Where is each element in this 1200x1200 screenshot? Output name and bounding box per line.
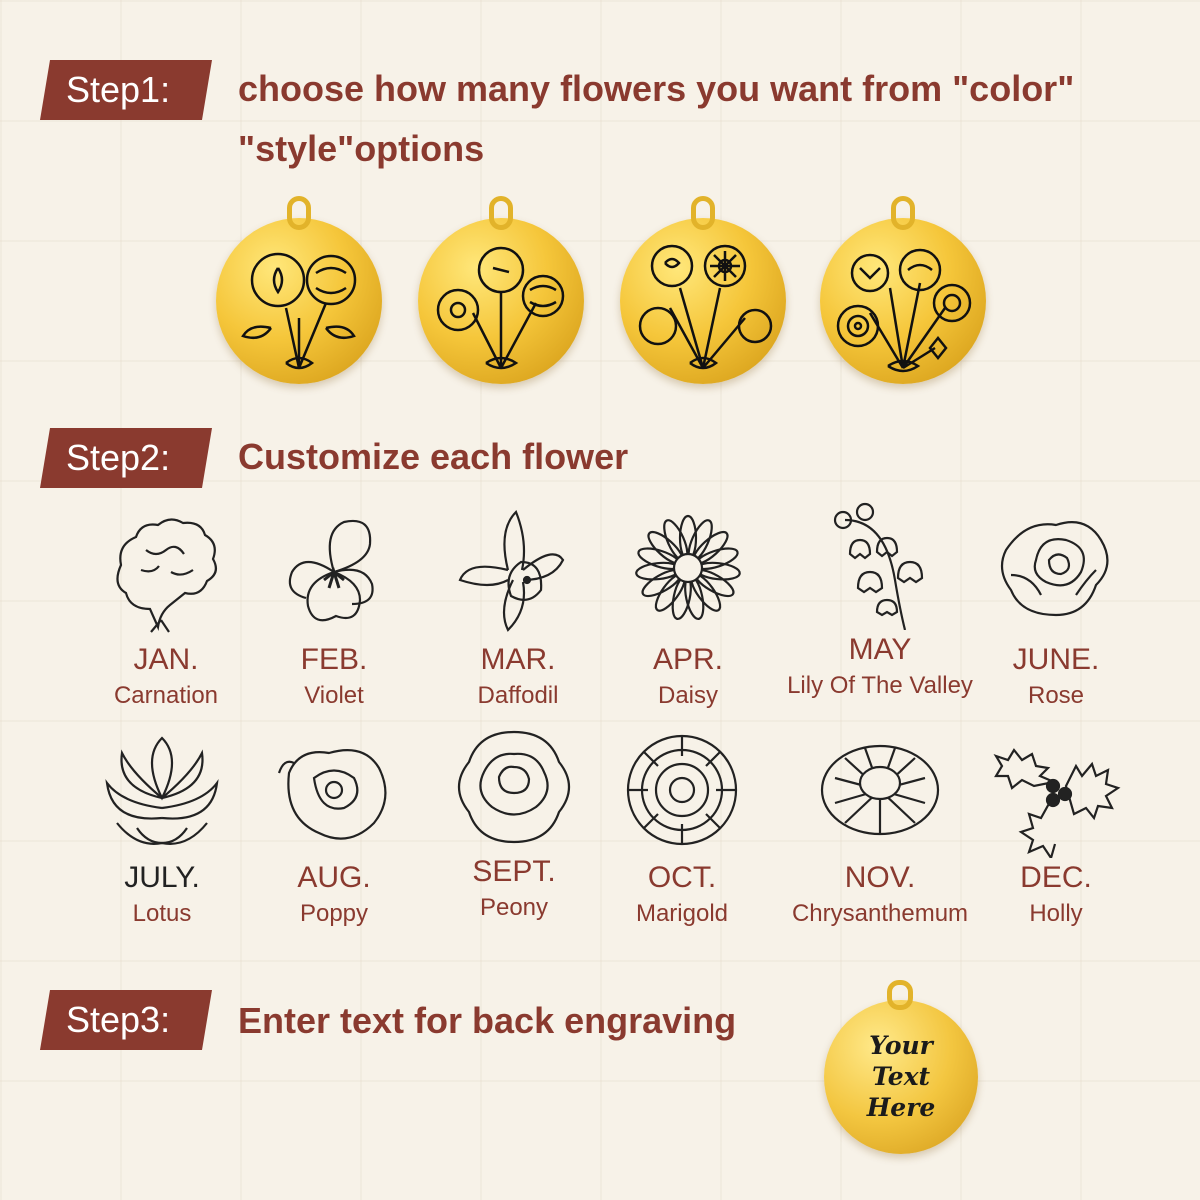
carnation-icon (116, 518, 218, 633)
flower-option-july[interactable]: JULY. Lotus (72, 728, 252, 932)
flower-name: Rose (1027, 682, 1085, 709)
engraving-line-1: Your (869, 1031, 933, 1060)
two-flower-bouquet-pendant-icon (241, 252, 357, 370)
pendant-option-2[interactable] (418, 196, 584, 384)
flower-option-sept[interactable]: SEPT. Peony (424, 722, 604, 926)
pendant-bail (489, 196, 513, 230)
rose-icon (1000, 521, 1109, 617)
flower-name: Lotus (132, 900, 192, 927)
flower-option-aug[interactable]: AUG. Poppy (244, 728, 424, 932)
poppy-icon (277, 749, 387, 840)
flower-month: JUNE. (1012, 643, 1100, 676)
step3-label: Step3: (40, 990, 212, 1050)
pendant-option-4[interactable] (820, 196, 986, 384)
flower-name: Carnation (113, 682, 219, 709)
pendant-bail (691, 196, 715, 230)
peony-icon (457, 730, 571, 844)
flower-month: AUG. (297, 861, 371, 894)
engraving-line-2: Text (871, 1062, 931, 1091)
flower-month: MAY (848, 633, 912, 666)
step1-text-line2: "style"options (238, 128, 485, 169)
flower-name: Marigold (635, 900, 729, 927)
flower-option-apr[interactable]: APR. Daisy (598, 510, 778, 714)
step2-label: Step2: (40, 428, 212, 488)
flower-option-june[interactable]: JUNE. Rose (966, 510, 1146, 714)
flower-month: OCT. (647, 861, 717, 894)
flower-option-may[interactable]: MAY Lily Of The Valley (778, 500, 982, 704)
back-engraving-pendant[interactable]: Your Text Here (824, 980, 978, 1154)
flower-name: Violet (304, 682, 364, 709)
flower-month: MAR. (480, 643, 556, 676)
flower-name: Peony (479, 894, 549, 921)
flower-month: DEC. (1020, 861, 1092, 894)
step3-text: Enter text for back engraving (238, 1000, 737, 1041)
flower-month: FEB. (300, 643, 368, 676)
four-flower-bouquet-pendant-icon (638, 244, 773, 370)
flower-name: Daisy (657, 682, 718, 709)
five-flower-bouquet-pendant-icon (836, 248, 972, 373)
daffodil-icon (458, 510, 565, 632)
flower-name: Lily Of The Valley (787, 672, 973, 699)
marigold-icon (626, 734, 738, 846)
chrysanthemum-icon (820, 744, 940, 836)
flower-name: Holly (1029, 900, 1083, 927)
flower-option-feb[interactable]: FEB. Violet (244, 510, 424, 714)
lotus-icon (105, 736, 219, 845)
flower-option-nov[interactable]: NOV. Chrysanthemum (778, 728, 982, 932)
step1-text-line1: choose how many flowers you want from "c… (238, 68, 1075, 109)
flower-month: JAN. (133, 643, 199, 676)
step1-label: Step1: (40, 60, 212, 120)
engraving-line-3: Here (866, 1093, 936, 1122)
flower-month: JULY. (124, 861, 200, 894)
flower-option-oct[interactable]: OCT. Marigold (592, 728, 772, 932)
pendant-bail (891, 196, 915, 230)
flower-option-dec[interactable]: DEC. Holly (966, 728, 1146, 932)
step2-text: Customize each flower (238, 436, 629, 477)
holly-icon (993, 748, 1121, 858)
flower-name: Chrysanthemum (791, 900, 969, 927)
lily-of-the-valley-icon (833, 502, 924, 630)
flower-option-jan[interactable]: JAN. Carnation (76, 510, 256, 714)
pendant-option-3[interactable] (620, 196, 786, 384)
flower-option-mar[interactable]: MAR. Daffodil (428, 510, 608, 714)
pendant-bail (287, 196, 311, 230)
flower-name: Poppy (299, 900, 369, 927)
flower-month: SEPT. (472, 855, 556, 888)
flower-name: Daffodil (477, 682, 559, 709)
violet-icon (288, 519, 374, 622)
flower-month: APR. (652, 643, 724, 676)
three-flower-bouquet-pendant-icon (436, 246, 565, 370)
pendant-bail (887, 980, 913, 1010)
daisy-icon (635, 514, 741, 621)
flower-month: NOV. (844, 861, 916, 894)
pendant-option-1[interactable] (216, 196, 382, 384)
